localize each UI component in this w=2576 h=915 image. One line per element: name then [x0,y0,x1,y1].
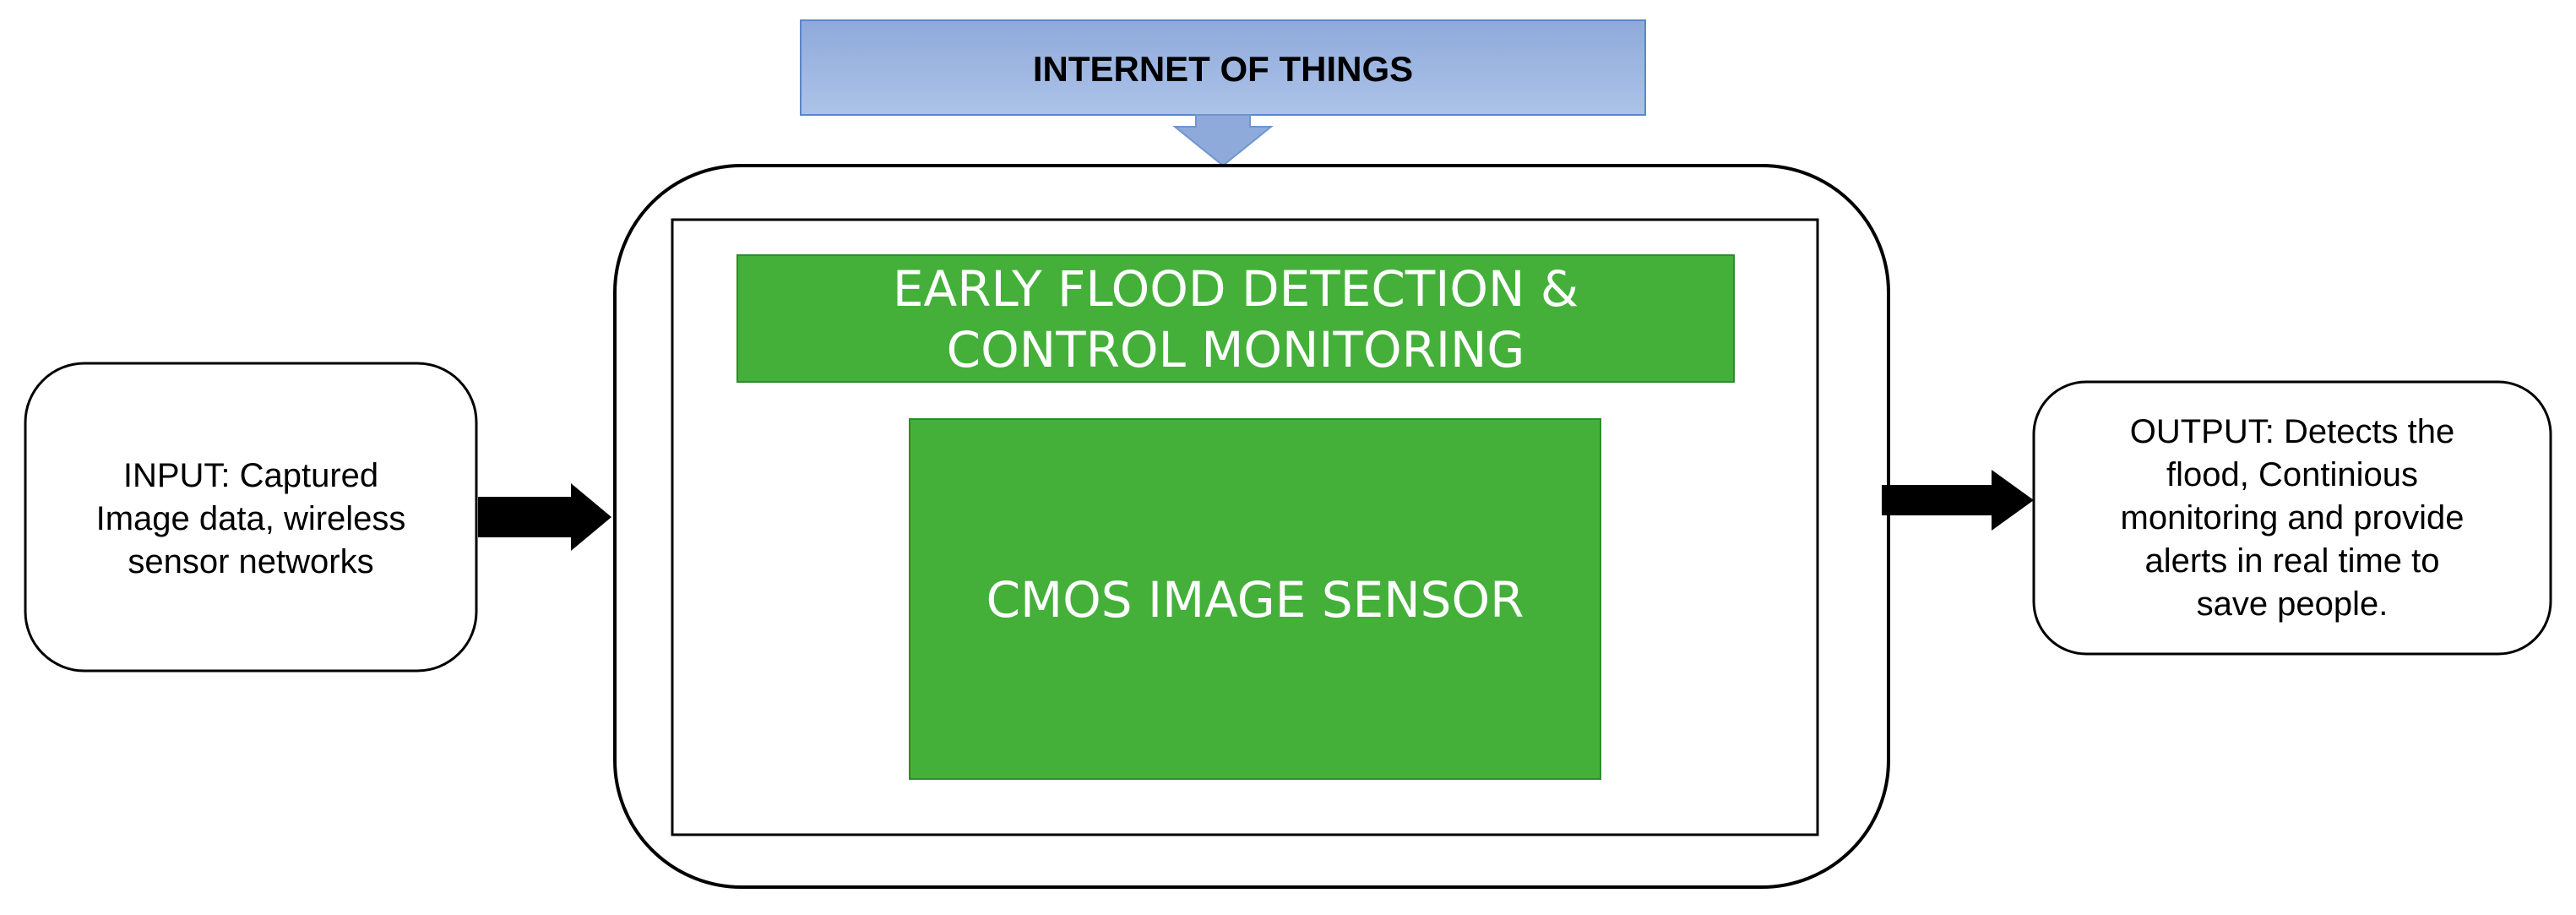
flood-detection-title-line-1: EARLY FLOOD DETECTION & [893,260,1579,318]
input-box-line-3: sensor networks [128,543,373,580]
output-box-line-5: save people. [2197,585,2389,623]
output-box-line-4: alerts in real time to [2144,542,2439,580]
flood-detection-title-line-2: CONTROL MONITORING [947,321,1525,379]
cmos-sensor-label: CMOS IMAGE SENSOR [986,571,1524,629]
output-box-frame [2032,380,2552,656]
iot-banner-box [800,19,1646,116]
iot-banner: INTERNET OF THINGS [800,19,1646,116]
output-box-line-2: flood, Continious [2166,456,2418,493]
output-box-line-3: monitoring and provide [2121,499,2465,536]
iot-banner-label: INTERNET OF THINGS [1033,49,1413,89]
input-box-line-2: Image data, wireless [96,500,406,537]
input-box-line-1: INPUT: Captured [123,457,378,494]
input-arrow [478,483,611,551]
flood-detection-title-box: EARLY FLOOD DETECTION & CONTROL MONITORI… [736,254,1735,383]
input-box-frame [24,362,478,673]
input-box: INPUT: Captured Image data, wireless sen… [24,362,478,673]
flood-detection-title-bg [736,254,1735,383]
system-inner-frame [671,218,1819,836]
output-box: OUTPUT: Detects the flood, Continious mo… [2032,380,2552,656]
cmos-sensor-bg [909,418,1601,780]
iot-down-arrow [1172,114,1274,167]
output-box-line-1: OUTPUT: Detects the [2130,413,2455,450]
output-arrow [1882,470,2034,531]
cmos-sensor-box: CMOS IMAGE SENSOR [909,418,1601,780]
